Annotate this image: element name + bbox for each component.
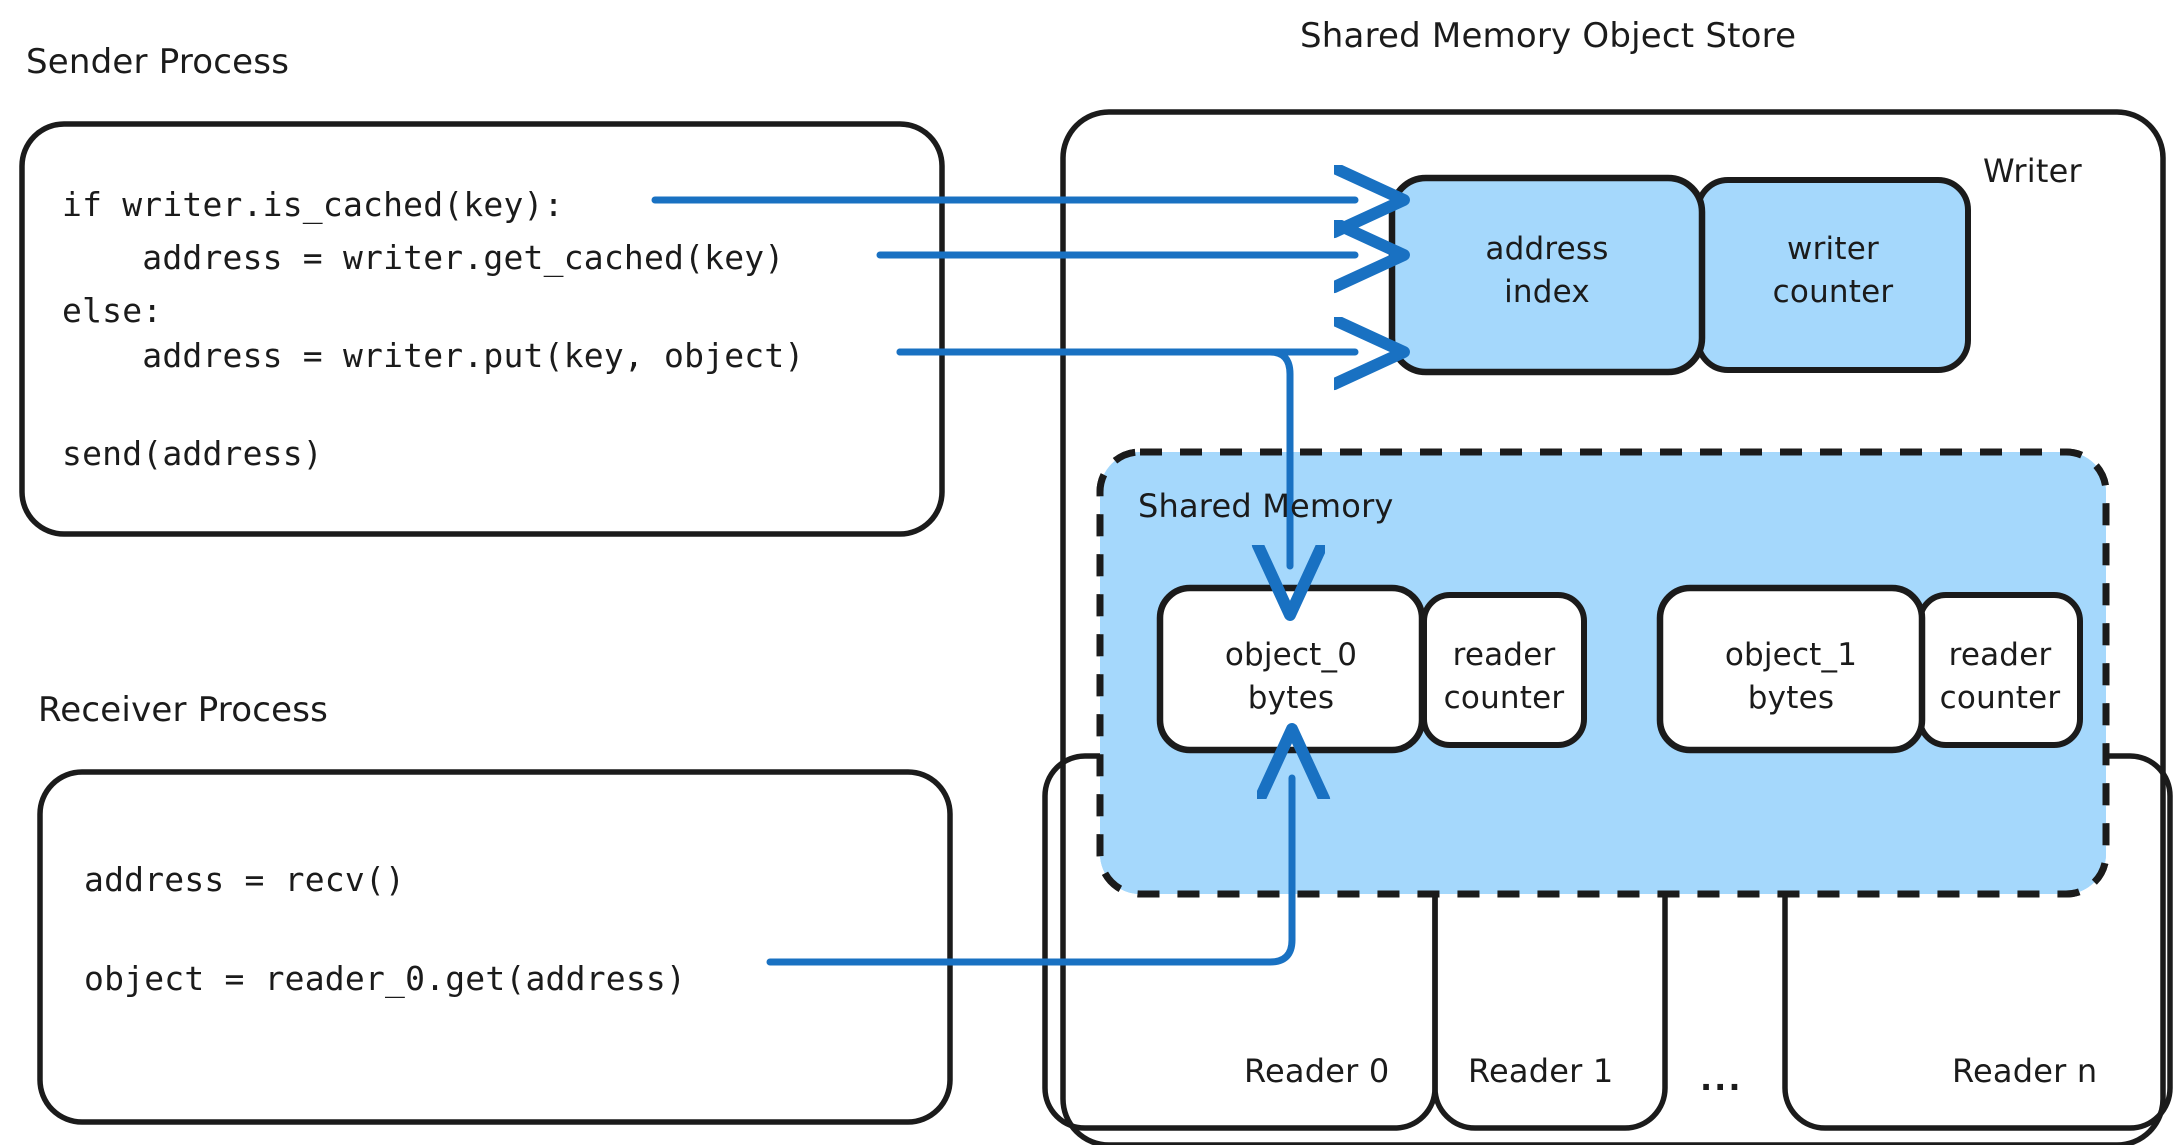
reader-counter-0-line1: reader (1452, 637, 1556, 673)
receiver-code-line-0: address = recv() (84, 860, 406, 899)
receiver-process-title: Receiver Process (38, 690, 329, 730)
object-bytes-0-line1: object_0 (1224, 637, 1358, 673)
reader-label-n: Reader n (1952, 1052, 2098, 1090)
writer-label: Writer (1983, 152, 2082, 190)
sender-code-line-0: if writer.is_cached(key): (62, 185, 564, 224)
sender-code-line-5: send(address) (62, 434, 323, 473)
reader-label-0: Reader 0 (1244, 1052, 1390, 1090)
reader-label-1: Reader 1 (1468, 1052, 1614, 1090)
object-bytes-1-line1: object_1 (1724, 637, 1858, 673)
sender-code-line-2: else: (62, 291, 163, 330)
writer-counter-label-line1: writer (1787, 231, 1879, 267)
reader-counter-1-line1: reader (1948, 637, 2052, 673)
sender-process-box (19, 121, 945, 537)
writer-counter-label-line2: counter (1772, 274, 1894, 310)
sender-process-title: Sender Process (26, 42, 290, 82)
receiver-process-box (37, 769, 953, 1125)
address-index-label-line1: address (1485, 231, 1609, 267)
sender-code-line-1: address = writer.get_cached(key) (62, 238, 785, 277)
arrow-reader-get (766, 778, 1292, 966)
reader-counter-0-line2: counter (1443, 680, 1565, 716)
object-bytes-1-line2: bytes (1747, 680, 1835, 716)
object-bytes-box-1-top (1656, 584, 1926, 754)
receiver-code-line-2: object = reader_0.get(address) (84, 959, 687, 998)
shared-memory-region-overlay (1096, 448, 2110, 898)
object-bytes-0-line2: bytes (1247, 680, 1335, 716)
reader-counter-1-line2: counter (1939, 680, 2061, 716)
shared-memory-label: Shared Memory (1138, 487, 1394, 525)
readers-ellipsis: ... (1700, 1060, 1743, 1098)
arrow-put-to-object0 (896, 348, 1290, 566)
object-store-title: Shared Memory Object Store (1300, 16, 1797, 56)
address-index-label-line2: index (1504, 274, 1590, 310)
sender-code-line-3: address = writer.put(key, object) (62, 336, 805, 375)
